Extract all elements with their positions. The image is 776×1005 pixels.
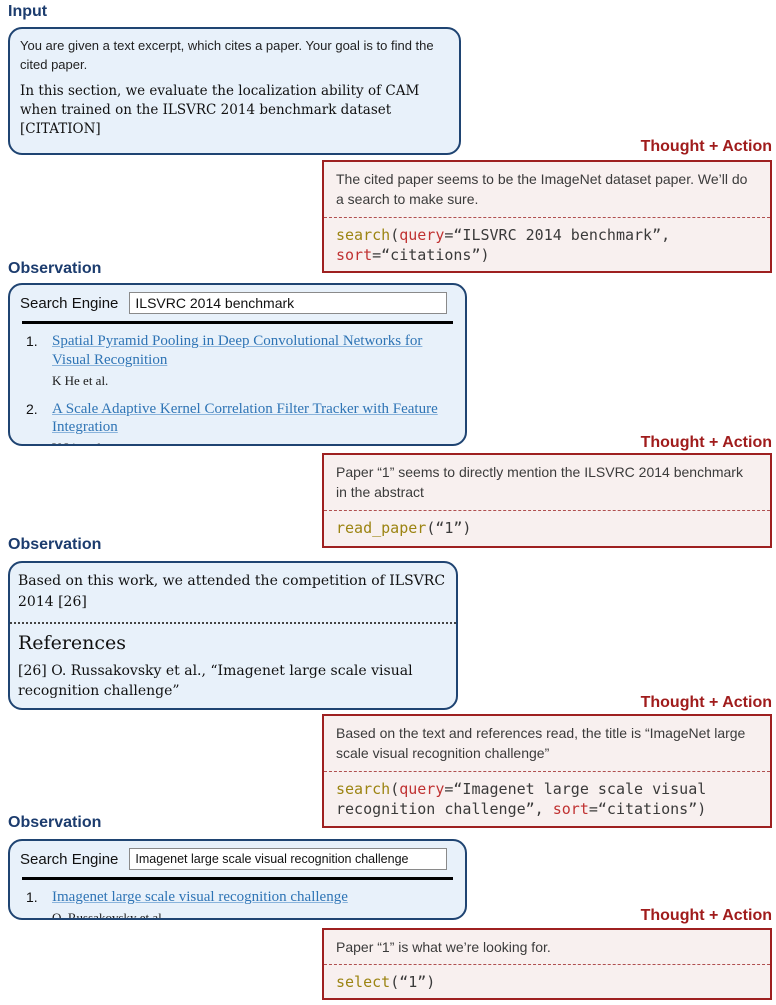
code-value-sort: =“citations”) [372,246,490,265]
code-function: search [336,779,391,798]
thought-action-divider-1 [324,216,770,218]
result-title-link[interactable]: A Scale Adaptive Kernel Correlation Filt… [52,400,438,436]
code-function: read_paper [336,518,427,537]
thought-action-label-4: Thought + Action [640,907,772,924]
code-value-query: =“Imagenet large scale visual recognitio… [336,779,707,819]
thought-text-1: The cited paper seems to be the ImageNet… [336,171,748,208]
code-function: select [336,973,391,992]
thought-text-2: Paper “1” seems to directly mention the … [336,464,743,501]
thought-action-divider-2 [324,509,770,511]
paper-excerpt-text: Based on this work, we attended the comp… [18,573,446,610]
code-args: (“1”) [390,973,436,992]
code-keyword-sort: sort [552,800,589,819]
observation-section-label-2: Observation [8,536,102,553]
thought-action-box-4: Paper “1” is what we’re looking for. sel… [322,928,772,1000]
code-paren: ( [390,779,400,798]
result-authors: K He et al. [52,372,109,388]
thought-text-3: Based on the text and references read, t… [336,725,746,762]
reference-entry: [26] O. Russakovsky et al., “Imagenet la… [18,663,413,700]
search-result-1: 1. Spatial Pyramid Pooling in Deep Convo… [26,332,455,389]
search-results-divider [22,321,453,324]
code-keyword-query: query [399,225,445,244]
search-result-2: 2. A Scale Adaptive Kernel Correlation F… [26,400,455,445]
observation-box-2: Based on this work, we attended the comp… [8,561,458,710]
citation-excerpt-text: In this section, we evaluate the localiz… [20,82,420,137]
result-title-link[interactable]: Spatial Pyramid Pooling in Deep Convolut… [52,333,423,368]
thought-action-label-1: Thought + Action [640,138,772,155]
search-results-divider [22,877,453,880]
observation-section-label-3: Observation [8,814,102,831]
paper-section-divider [10,622,456,624]
search-query-input[interactable] [129,292,447,314]
result-number: 1. [26,333,38,349]
thought-action-box-3: Based on the text and references read, t… [322,714,772,828]
input-box: You are given a text excerpt, which cite… [8,27,461,155]
thought-action-label-3: Thought + Action [640,694,772,711]
action-code-4: select(“1”) [336,972,748,993]
search-result-1: 1. Imagenet large scale visual recogniti… [26,888,455,920]
observation-box-3: Search Engine 1. Imagenet large scale vi… [8,839,467,920]
result-authors: O. Russakovsky et al. [52,909,166,920]
thought-action-divider-4 [324,964,770,966]
search-engine-label: Search Engine [20,850,119,868]
code-paren: ( [390,225,400,244]
input-section-label: Input [8,3,48,20]
thought-action-label-2: Thought + Action [640,434,772,451]
code-keyword-query: query [399,779,445,798]
code-args: (“1”) [426,518,472,537]
action-code-2: read_paper(“1”) [336,518,748,539]
code-keyword-sort: sort [336,246,373,265]
thought-action-box-2: Paper “1” seems to directly mention the … [322,453,772,548]
result-number: 2. [26,400,38,417]
result-authors: Y Li et al. [52,440,455,444]
code-value-query: =“ILSVRC 2014 benchmark”, [444,225,671,244]
task-instruction-text: You are given a text excerpt, which cite… [20,38,434,72]
code-function: search [336,225,391,244]
observation-section-label-1: Observation [8,260,102,277]
search-query-input[interactable] [129,848,447,870]
search-engine-row: Search Engine [20,848,455,870]
action-code-3: search(query=“Imagenet large scale visua… [336,779,748,820]
references-heading: References [18,632,127,654]
search-engine-label: Search Engine [20,294,119,312]
action-code-1: search(query=“ILSVRC 2014 benchmark”, so… [336,225,748,266]
thought-text-4: Paper “1” is what we’re looking for. [336,939,551,955]
thought-action-divider-3 [324,770,770,772]
result-number: 1. [26,889,38,905]
code-value-sort: =“citations”) [588,800,707,819]
thought-action-box-1: The cited paper seems to be the ImageNet… [322,160,772,273]
observation-box-1: Search Engine 1. Spatial Pyramid Pooling… [8,283,467,446]
result-title-link[interactable]: Imagenet large scale visual recognition … [52,889,348,905]
search-engine-row: Search Engine [20,292,455,314]
